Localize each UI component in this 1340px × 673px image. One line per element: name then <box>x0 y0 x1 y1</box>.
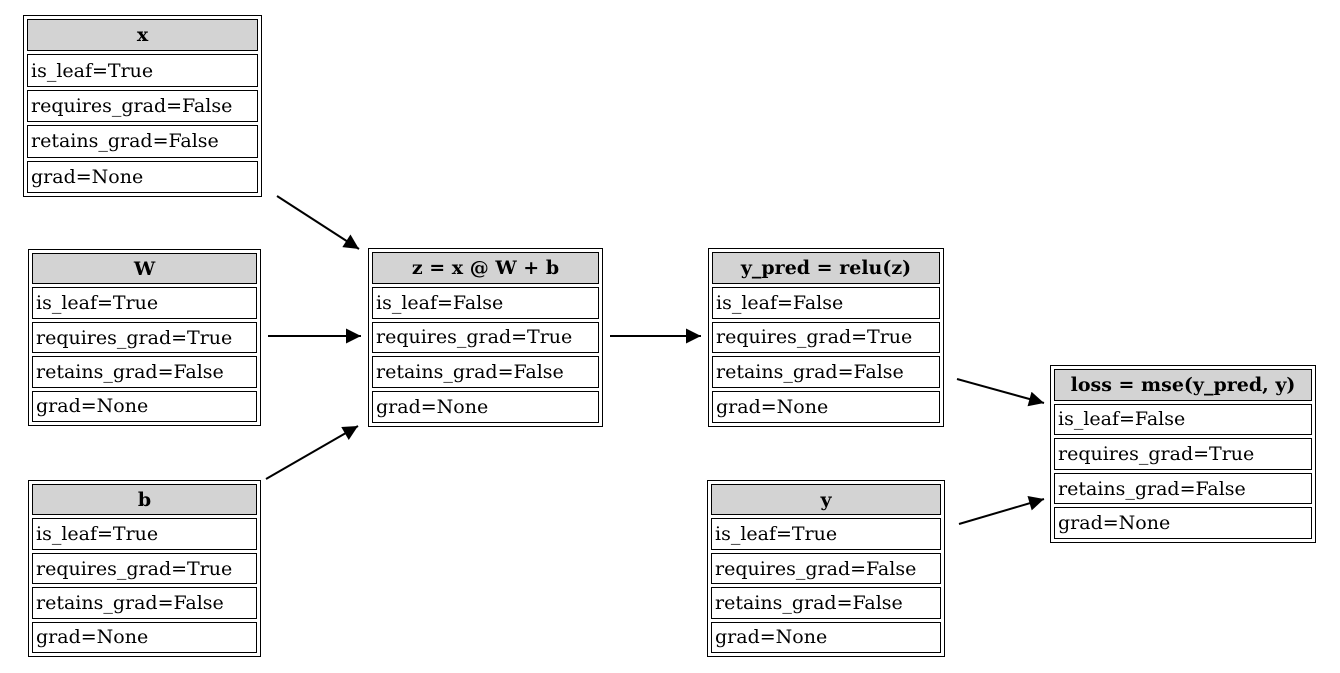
node-z: z = x @ W + b is_leaf=False requires_gra… <box>368 248 603 427</box>
node-W-retains-grad: retains_grad=False <box>32 356 257 388</box>
node-loss-title: loss = mse(y_pred, y) <box>1054 369 1312 401</box>
node-loss-is-leaf: is_leaf=False <box>1054 403 1312 436</box>
node-y-pred-title: y_pred = relu(z) <box>712 252 940 284</box>
node-x: x is_leaf=True requires_grad=False retai… <box>23 15 262 197</box>
node-b-retains-grad: retains_grad=False <box>32 587 257 619</box>
node-z-is-leaf: is_leaf=False <box>372 286 599 319</box>
node-b-requires-grad: requires_grad=True <box>32 552 257 585</box>
node-y-title: y <box>711 484 941 516</box>
node-y-pred-grad: grad=None <box>712 391 940 423</box>
node-z-title: z = x @ W + b <box>372 252 599 284</box>
node-y-pred-is-leaf: is_leaf=False <box>712 286 940 319</box>
node-y-pred: y_pred = relu(z) is_leaf=False requires_… <box>708 248 944 427</box>
node-z-grad: grad=None <box>372 391 599 423</box>
edge-b-to-z <box>265 425 359 480</box>
node-b-title: b <box>32 484 257 516</box>
node-b-grad: grad=None <box>32 621 257 654</box>
node-y-retains-grad: retains_grad=False <box>711 587 941 619</box>
node-loss-retains-grad: retains_grad=False <box>1054 472 1312 505</box>
node-W: W is_leaf=True requires_grad=True retain… <box>28 249 261 426</box>
node-b: b is_leaf=True requires_grad=True retain… <box>28 480 261 657</box>
node-y-pred-retains-grad: retains_grad=False <box>712 356 940 389</box>
node-loss: loss = mse(y_pred, y) is_leaf=False requ… <box>1050 365 1316 543</box>
node-y-grad: grad=None <box>711 621 941 654</box>
node-y-pred-requires-grad: requires_grad=True <box>712 321 940 354</box>
node-loss-requires-grad: requires_grad=True <box>1054 438 1312 470</box>
node-x-retains-grad: retains_grad=False <box>27 125 258 158</box>
node-y: y is_leaf=True requires_grad=False retai… <box>707 480 945 657</box>
node-z-retains-grad: retains_grad=False <box>372 356 599 389</box>
node-W-title: W <box>32 253 257 285</box>
node-W-is-leaf: is_leaf=True <box>32 287 257 319</box>
node-W-requires-grad: requires_grad=True <box>32 321 257 354</box>
edge-y-to-loss <box>958 496 1045 525</box>
node-x-requires-grad: requires_grad=False <box>27 89 258 123</box>
node-y-requires-grad: requires_grad=False <box>711 552 941 585</box>
node-x-is-leaf: is_leaf=True <box>27 54 258 87</box>
edge-ypred-to-loss <box>956 378 1045 407</box>
node-b-is-leaf: is_leaf=True <box>32 518 257 550</box>
edge-x-to-z <box>276 195 360 250</box>
node-W-grad: grad=None <box>32 390 257 423</box>
node-x-title: x <box>27 19 258 52</box>
node-z-requires-grad: requires_grad=True <box>372 321 599 354</box>
node-x-grad: grad=None <box>27 160 258 194</box>
node-y-is-leaf: is_leaf=True <box>711 518 941 550</box>
node-loss-grad: grad=None <box>1054 507 1312 539</box>
